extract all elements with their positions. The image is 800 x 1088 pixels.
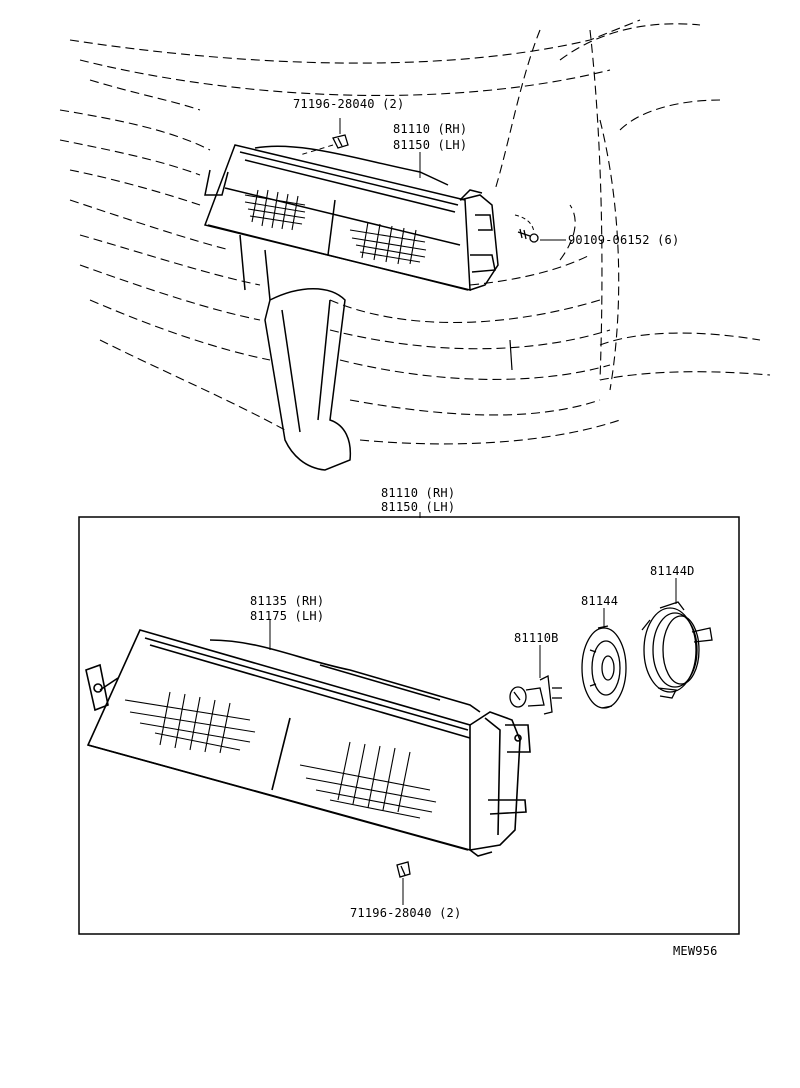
clip-top-icon xyxy=(332,134,349,149)
headlamp-exploded xyxy=(85,629,531,857)
retainer-ring-icon xyxy=(641,601,713,699)
lens-grid-bottom-right xyxy=(299,741,437,819)
label-socket: 81144 xyxy=(581,594,619,608)
exploded-view-frame xyxy=(78,516,740,935)
label-lamp-lh-top: 81150 (LH) xyxy=(393,138,468,152)
lens-grid-top-right xyxy=(349,221,427,265)
vehicle-body-outline xyxy=(59,19,771,445)
leader-clip-top-dash xyxy=(299,144,334,156)
label-bulb: 81110B xyxy=(514,631,559,645)
lens-grid-top-left xyxy=(244,189,306,231)
label-lens-rh: 81135 (RH) xyxy=(250,594,325,608)
bumper-bracket xyxy=(239,234,352,471)
clip-bottom-icon xyxy=(396,861,411,878)
label-clip-bottom: 71196-28040 (2) xyxy=(350,906,462,920)
lens-grid-bottom-left xyxy=(124,691,256,754)
label-lamp-rh-top: 81110 (RH) xyxy=(393,122,468,136)
screw-icon xyxy=(517,228,539,243)
label-box-rh: 81110 (RH) xyxy=(381,486,456,500)
label-box-lh: 81150 (LH) xyxy=(381,500,456,514)
leader-screw-dash xyxy=(514,214,535,233)
label-screw: 90109-06152 (6) xyxy=(568,233,680,247)
bulb-icon xyxy=(509,675,562,715)
label-lens-lh: 81175 (LH) xyxy=(250,609,325,623)
label-clip-top: 71196-28040 (2) xyxy=(293,97,405,111)
socket-icon xyxy=(581,625,627,709)
label-retainer: 81144D xyxy=(650,564,695,578)
headlamp-installed xyxy=(204,144,499,291)
label-diagram-code: MEW956 xyxy=(673,944,718,958)
